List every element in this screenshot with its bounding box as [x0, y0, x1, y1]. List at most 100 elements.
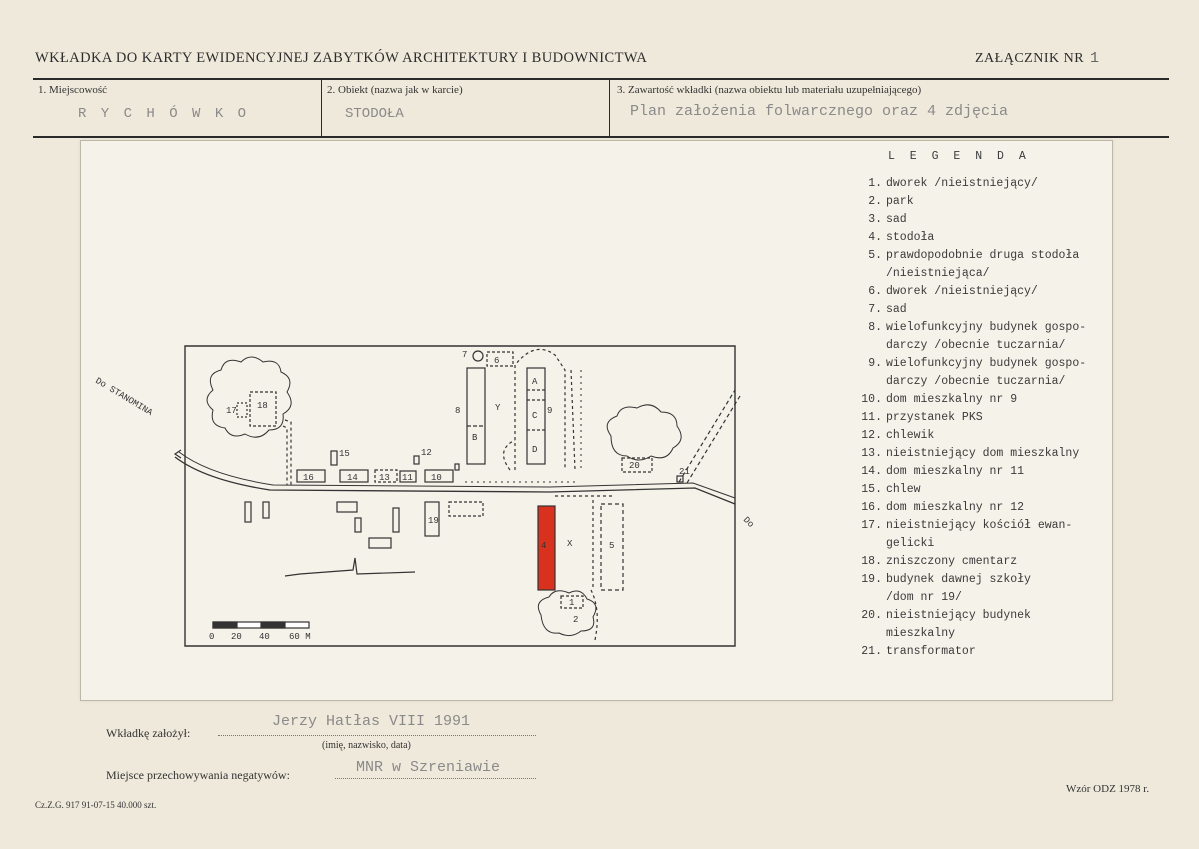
building-9 [526, 367, 546, 465]
building-15 [330, 450, 338, 466]
legend-item-number: 1. [868, 177, 882, 190]
legend-item-text: park [886, 195, 914, 208]
marker-20: 20 [629, 461, 640, 471]
marker-Y: Y [495, 403, 501, 413]
site-plan-map: Do STANOMINA Do RYCHOWA 0 20 40 60 M 1 2… [95, 345, 755, 647]
legend-item-number: 9. [868, 357, 882, 370]
author-label: Wkładkę założył: [106, 726, 191, 740]
marker-14: 14 [347, 473, 358, 483]
building-20 [621, 457, 653, 473]
legend-item-number: 21. [861, 645, 882, 658]
legend-item: 20. nieistniejący budynek mieszkalny [858, 607, 1108, 643]
legend-item-number: 2. [868, 195, 882, 208]
legend-item-text: stodoła [886, 231, 935, 244]
content-value: Plan założenia folwarcznego oraz 4 zdjęc… [630, 103, 1009, 120]
legend-item-text: nieistniejący budynek mieszkalny [886, 609, 1031, 640]
legend-item-text: wielofunkcyjny budynek gospo- darczy /ob… [886, 321, 1087, 352]
marker-A: A [532, 377, 538, 387]
main-road [174, 456, 736, 505]
object-value: STODOŁA [345, 106, 404, 122]
marker-16: 16 [303, 473, 314, 483]
park-2 [537, 590, 597, 637]
marker-12: 12 [421, 448, 432, 458]
legend-item-text: nieistniejący dom mieszkalny [886, 447, 1080, 460]
legend-item-number: 12. [861, 429, 882, 442]
header-rule-bottom [33, 136, 1169, 138]
south-building-2 [262, 501, 270, 519]
legend-item: 1.dworek /nieistniejący/ [858, 175, 1108, 193]
main-road-edge [178, 451, 736, 499]
road-north-east-2 [686, 395, 741, 484]
locality-label: 1. Miejscowość [38, 84, 108, 96]
legend-item: 9. wielofunkcyjny budynek gospo- darczy /… [858, 355, 1108, 391]
scale-label-60: 60 M [289, 632, 311, 642]
church-17 [236, 402, 248, 418]
marker-2: 2 [573, 615, 578, 625]
building-10 [424, 469, 454, 483]
annex-label-text: ZAŁĄCZNIK NR [975, 51, 1085, 66]
building-14 [339, 469, 369, 483]
content-label: 3. Zawartość wkładki (nazwa obiektu lub … [617, 84, 922, 96]
marker-8: 8 [455, 406, 460, 416]
header-rule-top [33, 78, 1169, 80]
document-title: WKŁADKA DO KARTY EWIDENCYJNEJ ZABYTKÓW A… [35, 50, 648, 66]
legend-item: 18. zniszczony cmentarz [858, 553, 1108, 571]
building-16 [296, 469, 326, 483]
legend-item-text: sad [886, 213, 907, 226]
south-building-6 [368, 537, 392, 549]
legend-item: 8.wielofunkcyjny budynek gospo- darczy /… [858, 319, 1108, 355]
road-west-arrow [173, 449, 182, 459]
path-cemetery [282, 419, 292, 485]
legend-item: 15.chlew [858, 481, 1108, 499]
barn-5 [600, 503, 624, 591]
road-north-east [678, 389, 736, 483]
legend-item-number: 18. [861, 555, 882, 568]
building-8 [466, 367, 486, 465]
legend-item-text: wielofunkcyjny budynek gospo- darczy /ob… [886, 357, 1087, 388]
legend-item-text: chlewik [886, 429, 935, 442]
building-19 [424, 501, 440, 537]
storage-label: Miejsce przechowywania negatywów: [106, 768, 290, 782]
legend-item: 4.stodoła [858, 229, 1108, 247]
legend-item: 21.transformator [858, 643, 1108, 661]
legend-item: 13. nieistniejący dom mieszkalny [858, 445, 1108, 463]
south-building-3 [336, 501, 358, 513]
marker-C: C [532, 411, 538, 421]
marker-D: D [532, 445, 537, 455]
marker-6: 6 [494, 356, 499, 366]
south-building-5 [392, 507, 400, 533]
model-info: Wzór ODZ 1978 r. [1066, 783, 1150, 795]
road-west-label: Do STANOMINA [95, 376, 155, 418]
legend-item-number: 13. [861, 447, 882, 460]
yard-path [503, 348, 566, 471]
legend-item-text: dom mieszkalny nr 9 [886, 393, 1018, 406]
manor-1 [560, 595, 584, 609]
marker-9: 9 [547, 406, 552, 416]
marker-15: 15 [339, 449, 350, 459]
scale-label-0: 0 [209, 632, 214, 642]
legend-item: 11.przystanek PKS [858, 409, 1108, 427]
marker-13: 13 [379, 473, 390, 483]
marker-21: 21 [679, 467, 690, 477]
legend-item: 14.dom mieszkalny nr 11 [858, 463, 1108, 481]
building-12 [413, 455, 420, 465]
fence-line [465, 370, 582, 483]
legend-item-text: dom mieszkalny nr 11 [886, 465, 1025, 478]
marker-19: 19 [428, 516, 439, 526]
storage-line [335, 777, 536, 779]
marker-1: 1 [569, 598, 574, 608]
legend-item-number: 16. [861, 501, 882, 514]
legend-item-text: zniszczony cmentarz [886, 555, 1018, 568]
marker-11: 11 [402, 473, 413, 483]
legend-item: 7.sad [858, 301, 1108, 319]
legend-item: 17.nieistniejący kościół ewan- gelicki [858, 517, 1108, 553]
marker-17: 17 [226, 406, 237, 416]
legend-item: 5.prawdopodobnie druga stodoła /nieistni… [858, 247, 1108, 283]
legend-item: 19.budynek dawnej szkoły /dom nr 19/ [858, 571, 1108, 607]
author-line [218, 734, 536, 736]
author-value: Jerzy Hatłas VIII 1991 [272, 713, 471, 730]
marker-B: B [472, 433, 478, 443]
legend-item-number: 20. [861, 609, 882, 622]
